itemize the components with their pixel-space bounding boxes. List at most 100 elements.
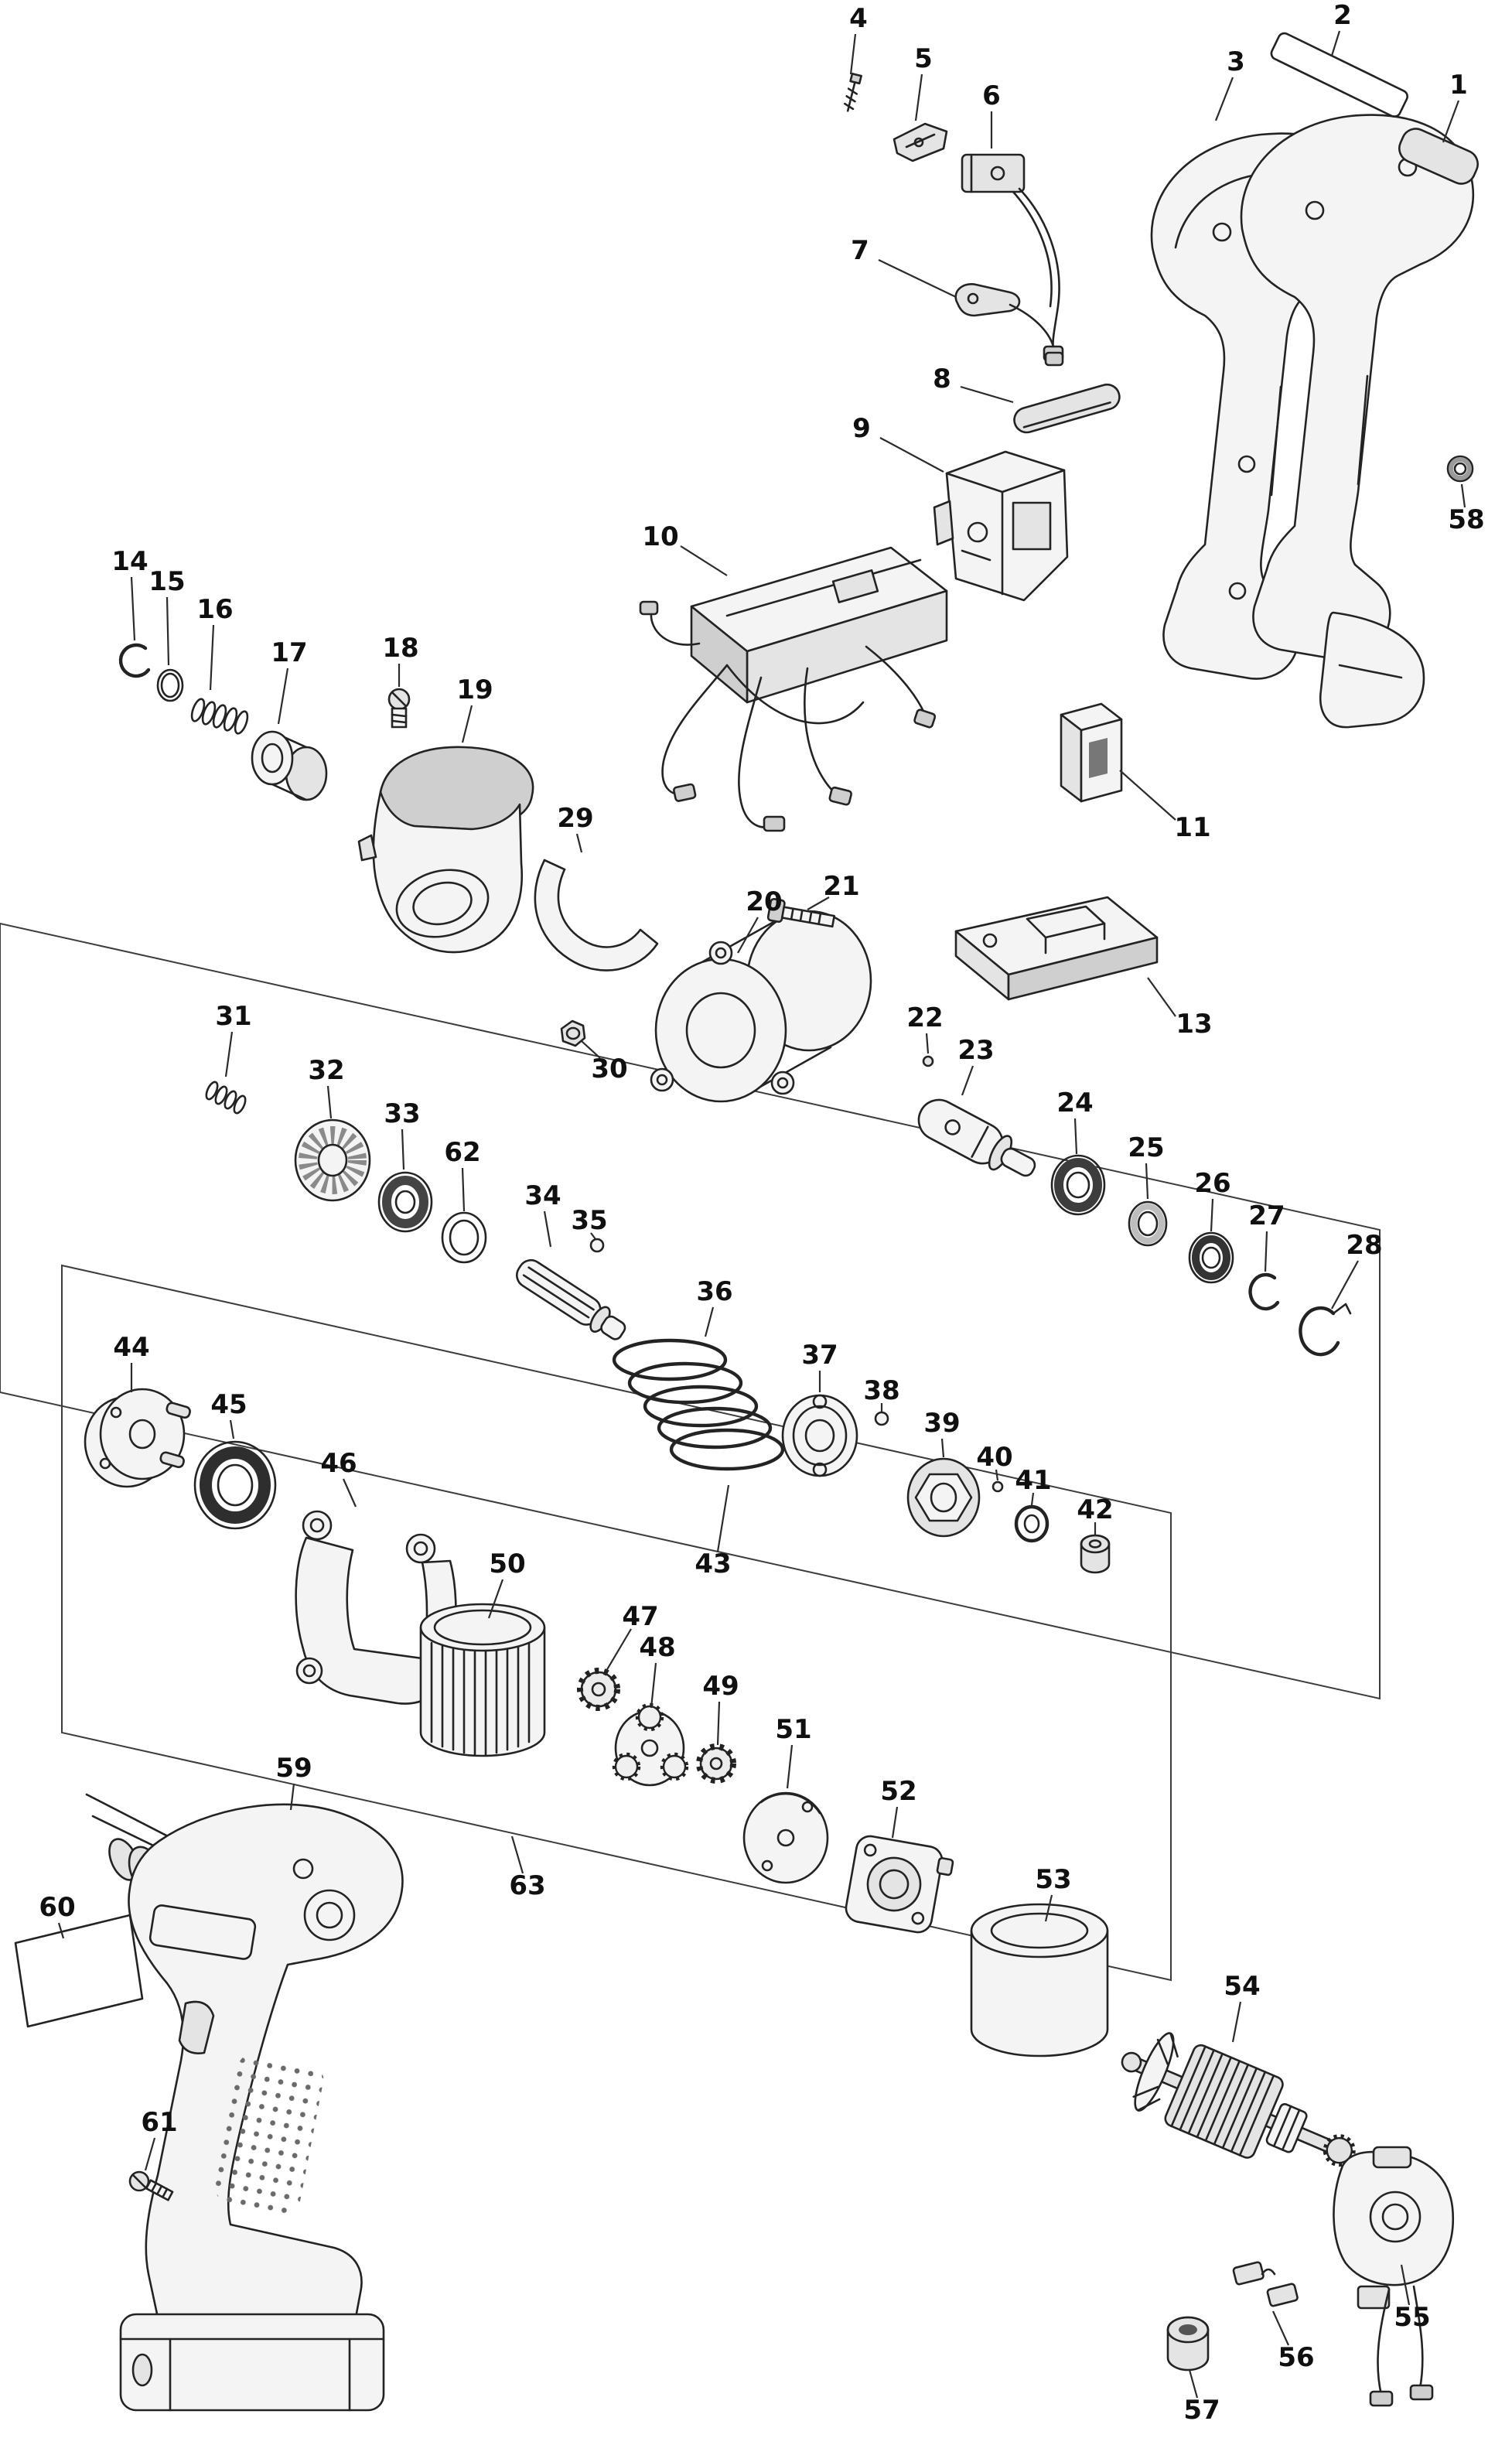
- part-number-label-39: 39: [923, 1408, 960, 1439]
- part-61-screw: [128, 2170, 174, 2201]
- leader-line-29: [575, 833, 583, 853]
- part-number-label-9: 9: [852, 413, 871, 444]
- part-29-retainer-strip: [534, 859, 659, 972]
- part-34-spindle: [516, 1258, 626, 1340]
- part-4-screw: [844, 72, 862, 112]
- part-number-label-29: 29: [557, 803, 593, 834]
- part-number-label-16: 16: [196, 594, 233, 625]
- part-number-label-13: 13: [1176, 1009, 1212, 1040]
- leader-line-15: [166, 596, 170, 666]
- leader-line-3: [1214, 77, 1234, 121]
- part-number-label-15: 15: [148, 566, 185, 597]
- leader-line-21: [807, 896, 830, 910]
- part-27-snap-ring: [1248, 1272, 1280, 1311]
- part-number-label-61: 61: [141, 2107, 177, 2138]
- part-number-label-2: 2: [1333, 0, 1352, 31]
- leader-line-33: [401, 1129, 405, 1170]
- part-19-hammer-case-cover: [357, 746, 534, 954]
- part-11-terminal: [1060, 702, 1123, 803]
- part-59-tool-assembly: [85, 1793, 404, 2412]
- part-42-cap: [1080, 1534, 1111, 1574]
- part-16-spring: [190, 698, 249, 735]
- part-number-label-63: 63: [509, 1870, 545, 1901]
- part-number-label-49: 49: [702, 1671, 739, 1702]
- part-number-label-62: 62: [444, 1137, 480, 1168]
- part-number-label-35: 35: [571, 1205, 607, 1236]
- part-number-label-60: 60: [39, 1892, 75, 1923]
- part-number-label-56: 56: [1278, 2342, 1314, 2373]
- leader-line-16: [209, 624, 215, 691]
- part-10-controller: [639, 546, 948, 832]
- part-32-clutch-gear: [294, 1118, 371, 1202]
- leader-line-5: [914, 73, 923, 121]
- part-number-label-59: 59: [275, 1753, 312, 1784]
- leader-line-24: [1073, 1118, 1078, 1155]
- leader-line-45: [229, 1419, 235, 1439]
- part-31-spring: [205, 1081, 247, 1115]
- part-number-label-17: 17: [271, 637, 307, 668]
- leader-line-57: [1188, 2369, 1199, 2399]
- part-48-planet-carrier: [612, 1702, 689, 1787]
- leader-line-31: [224, 1031, 234, 1077]
- part-40-pin: [992, 1480, 1004, 1493]
- part-number-label-58: 58: [1448, 504, 1484, 535]
- part-39-bearing: [906, 1457, 981, 1538]
- leader-line-50: [487, 1579, 504, 1619]
- leader-line-19: [461, 705, 473, 743]
- leader-line-63: [510, 1835, 524, 1874]
- part-number-label-42: 42: [1077, 1494, 1113, 1525]
- part-number-label-8: 8: [933, 364, 951, 394]
- part-number-label-28: 28: [1346, 1230, 1382, 1261]
- leader-line-23: [961, 1065, 974, 1096]
- part-number-label-45: 45: [210, 1389, 247, 1420]
- leader-line-10: [680, 545, 728, 576]
- leader-line-22: [925, 1033, 930, 1054]
- leader-line-13: [1147, 977, 1176, 1017]
- part-8-bar: [1013, 383, 1121, 434]
- part-number-label-47: 47: [622, 1601, 658, 1632]
- part-2-label: [1270, 32, 1408, 118]
- leader-line-51: [786, 1744, 794, 1789]
- part-51-end-plate: [742, 1791, 829, 1884]
- leader-line-60: [57, 1922, 65, 1939]
- part-number-label-27: 27: [1248, 1200, 1285, 1231]
- part-number-label-51: 51: [775, 1714, 811, 1745]
- part-22-pin: [922, 1055, 934, 1067]
- part-number-label-57: 57: [1183, 2395, 1220, 2426]
- part-47-pinion-gear: [577, 1668, 620, 1711]
- part-number-label-10: 10: [642, 521, 678, 552]
- part-number-label-6: 6: [982, 80, 1001, 111]
- part-35-ball: [589, 1238, 605, 1253]
- part-number-label-43: 43: [695, 1549, 731, 1579]
- leader-line-62: [461, 1167, 466, 1212]
- part-1-nameplate: [1398, 128, 1479, 185]
- part-26-bearing: [1188, 1231, 1234, 1284]
- part-28-ring: [1299, 1303, 1352, 1357]
- leader-line-14: [130, 576, 136, 641]
- part-6-switch: [961, 153, 1064, 362]
- part-number-label-26: 26: [1194, 1168, 1230, 1199]
- part-number-label-21: 21: [823, 871, 859, 902]
- exploded-parts-artwork: [14, 32, 1479, 2412]
- part-55-brush-holder: [1333, 2146, 1454, 2407]
- part-number-label-23: 23: [957, 1035, 994, 1066]
- leader-line-32: [326, 1085, 333, 1119]
- part-30-nut: [560, 1019, 586, 1047]
- part-number-label-11: 11: [1174, 812, 1210, 843]
- part-number-label-7: 7: [851, 235, 869, 266]
- part-number-label-55: 55: [1394, 2302, 1430, 2333]
- part-37-spring-guide: [781, 1394, 858, 1477]
- leader-line-56: [1271, 2310, 1290, 2346]
- part-57-brush-cap: [1166, 2316, 1210, 2372]
- part-52-bearing-retainer: [845, 1835, 954, 1934]
- leader-line-55: [1400, 2264, 1411, 2306]
- leader-line-36: [704, 1306, 715, 1337]
- leader-line-40: [995, 1469, 999, 1481]
- leader-line-34: [543, 1211, 552, 1248]
- leader-line-46: [342, 1478, 357, 1508]
- part-13-terminal-holder: [954, 896, 1159, 1001]
- part-number-label-52: 52: [880, 1776, 916, 1807]
- part-14-snap-ring: [118, 643, 151, 678]
